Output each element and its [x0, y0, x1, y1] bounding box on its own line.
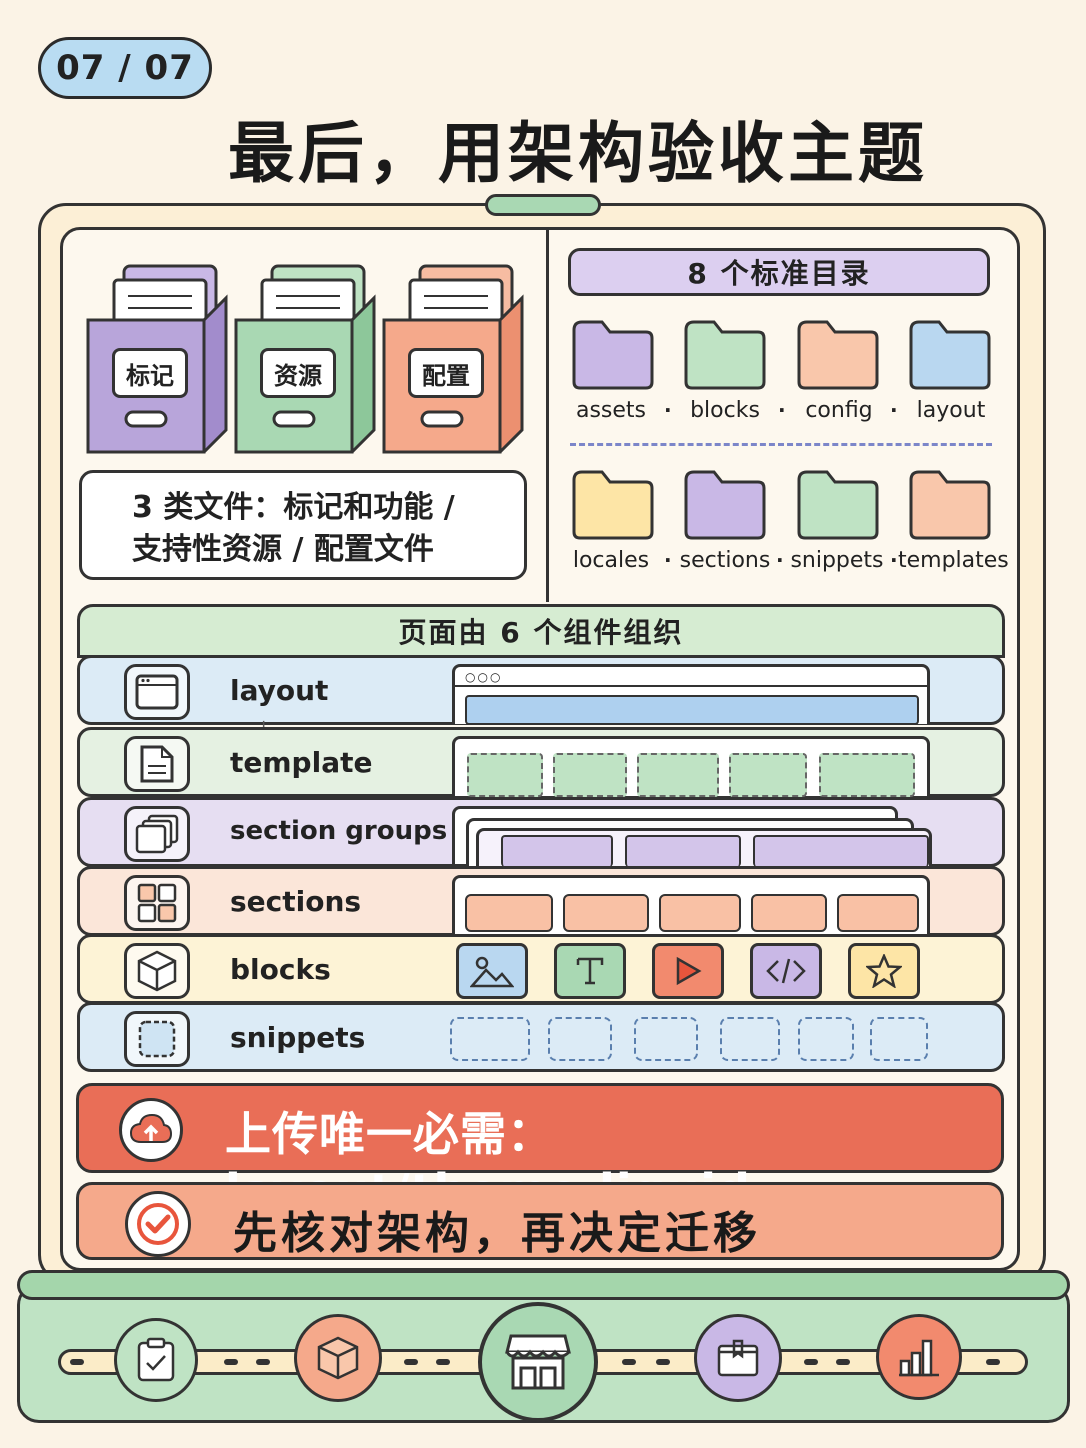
folder-label: snippets — [790, 548, 884, 573]
cloud-upload-icon — [119, 1098, 183, 1162]
cabinet-config: 配置 — [382, 262, 528, 454]
window-dots-icon: ○○○ — [465, 670, 503, 684]
folder-icon — [684, 470, 766, 540]
snippet-placeholder — [634, 1017, 698, 1061]
layout-block — [465, 695, 919, 725]
browser-window-icon — [124, 664, 190, 720]
play-icon — [652, 943, 724, 999]
component-row-section-groups: section groups — [77, 797, 1005, 867]
separator-dot: · — [776, 548, 784, 572]
separator-dot: · — [778, 398, 786, 422]
package-icon — [694, 1314, 782, 1402]
separator-dot: · — [664, 398, 672, 422]
component-row-snippets: snippets — [77, 1002, 1005, 1072]
page-badge: 07 / 07 — [38, 37, 212, 99]
file-types-caption: 3 类文件：标记和功能 / 支持性资源 / 配置文件 — [79, 470, 527, 580]
board-hanger — [485, 194, 601, 216]
file-types-line2: 支持性资源 / 配置文件 — [132, 532, 434, 567]
code-icon — [750, 943, 822, 999]
component-label: template — [230, 746, 373, 779]
cabinet-label: 资源 — [260, 348, 336, 398]
component-row-blocks: blocks — [77, 934, 1005, 1004]
verify-text: 先核对架构，再决定迁移 — [233, 1208, 761, 1259]
document-icon — [124, 736, 190, 792]
template-preview — [452, 736, 930, 797]
folder-icon — [572, 320, 654, 390]
component-row-template: template — [77, 727, 1005, 797]
cabinet-markup: 标记 — [86, 262, 232, 454]
cabinet-label: 配置 — [408, 348, 484, 398]
snippet-placeholder — [450, 1017, 530, 1061]
section-divider — [546, 230, 549, 602]
upload-requirement-banner: 上传唯一必需：layout/theme.liquid — [76, 1083, 1004, 1218]
cube-icon — [124, 943, 190, 999]
board-base-top — [17, 1270, 1070, 1300]
stacked-layers-icon — [124, 806, 190, 862]
folder-label: assets — [575, 398, 647, 423]
folder-icon — [797, 320, 879, 390]
layout-preview: ○○○ — [452, 664, 930, 725]
component-row-sections: sections — [77, 866, 1005, 936]
folder-label: templates — [898, 548, 1009, 573]
folder-label: layout — [916, 398, 986, 423]
verify-banner: 先核对架构，再决定迁移 — [76, 1182, 1004, 1260]
file-cabinet-icon — [382, 264, 524, 454]
dashed-square-icon — [124, 1011, 190, 1067]
component-label: snippets — [230, 1021, 366, 1054]
folder-icon — [909, 470, 991, 540]
component-label: section groups — [230, 816, 448, 846]
page-title: 最后，用架构验收主题 — [228, 115, 928, 192]
folder-icon — [572, 470, 654, 540]
cabinet-assets: 资源 — [234, 262, 380, 454]
component-label: layout — [230, 674, 329, 707]
image-icon — [456, 943, 528, 999]
folder-label: locales — [572, 548, 650, 573]
folder-icon — [684, 320, 766, 390]
bar-chart-icon — [876, 1314, 962, 1400]
snippet-placeholder — [870, 1017, 928, 1061]
folder-icon — [797, 470, 879, 540]
sections-preview — [452, 875, 930, 935]
text-icon — [554, 943, 626, 999]
component-label: blocks — [230, 953, 331, 986]
separator-dot: · — [890, 548, 898, 572]
check-circle-icon — [125, 1191, 191, 1257]
folder-icon — [909, 320, 991, 390]
separator-dot: · — [890, 398, 898, 422]
folder-label: config — [805, 398, 873, 423]
separator-dot: · — [664, 548, 672, 572]
file-types-line1: 3 类文件：标记和功能 / — [132, 490, 455, 525]
grid-icon — [124, 875, 190, 931]
star-icon — [848, 943, 920, 999]
cabinet-label: 标记 — [112, 348, 188, 398]
component-row-layout: layout ○○○ — [77, 655, 1005, 725]
box-icon — [294, 1314, 382, 1402]
clipboard-check-icon — [114, 1318, 198, 1402]
folder-label: sections — [679, 548, 771, 573]
folder-label: blocks — [690, 398, 760, 423]
directories-title: 8 个标准目录 — [568, 248, 990, 296]
components-title: 页面由 6 个组件组织 — [77, 604, 1005, 658]
storefront-icon — [478, 1302, 598, 1422]
directories-divider — [570, 443, 992, 446]
component-label: sections — [230, 885, 362, 918]
snippet-placeholder — [798, 1017, 854, 1061]
snippet-placeholder — [720, 1017, 780, 1061]
snippet-placeholder — [548, 1017, 612, 1061]
